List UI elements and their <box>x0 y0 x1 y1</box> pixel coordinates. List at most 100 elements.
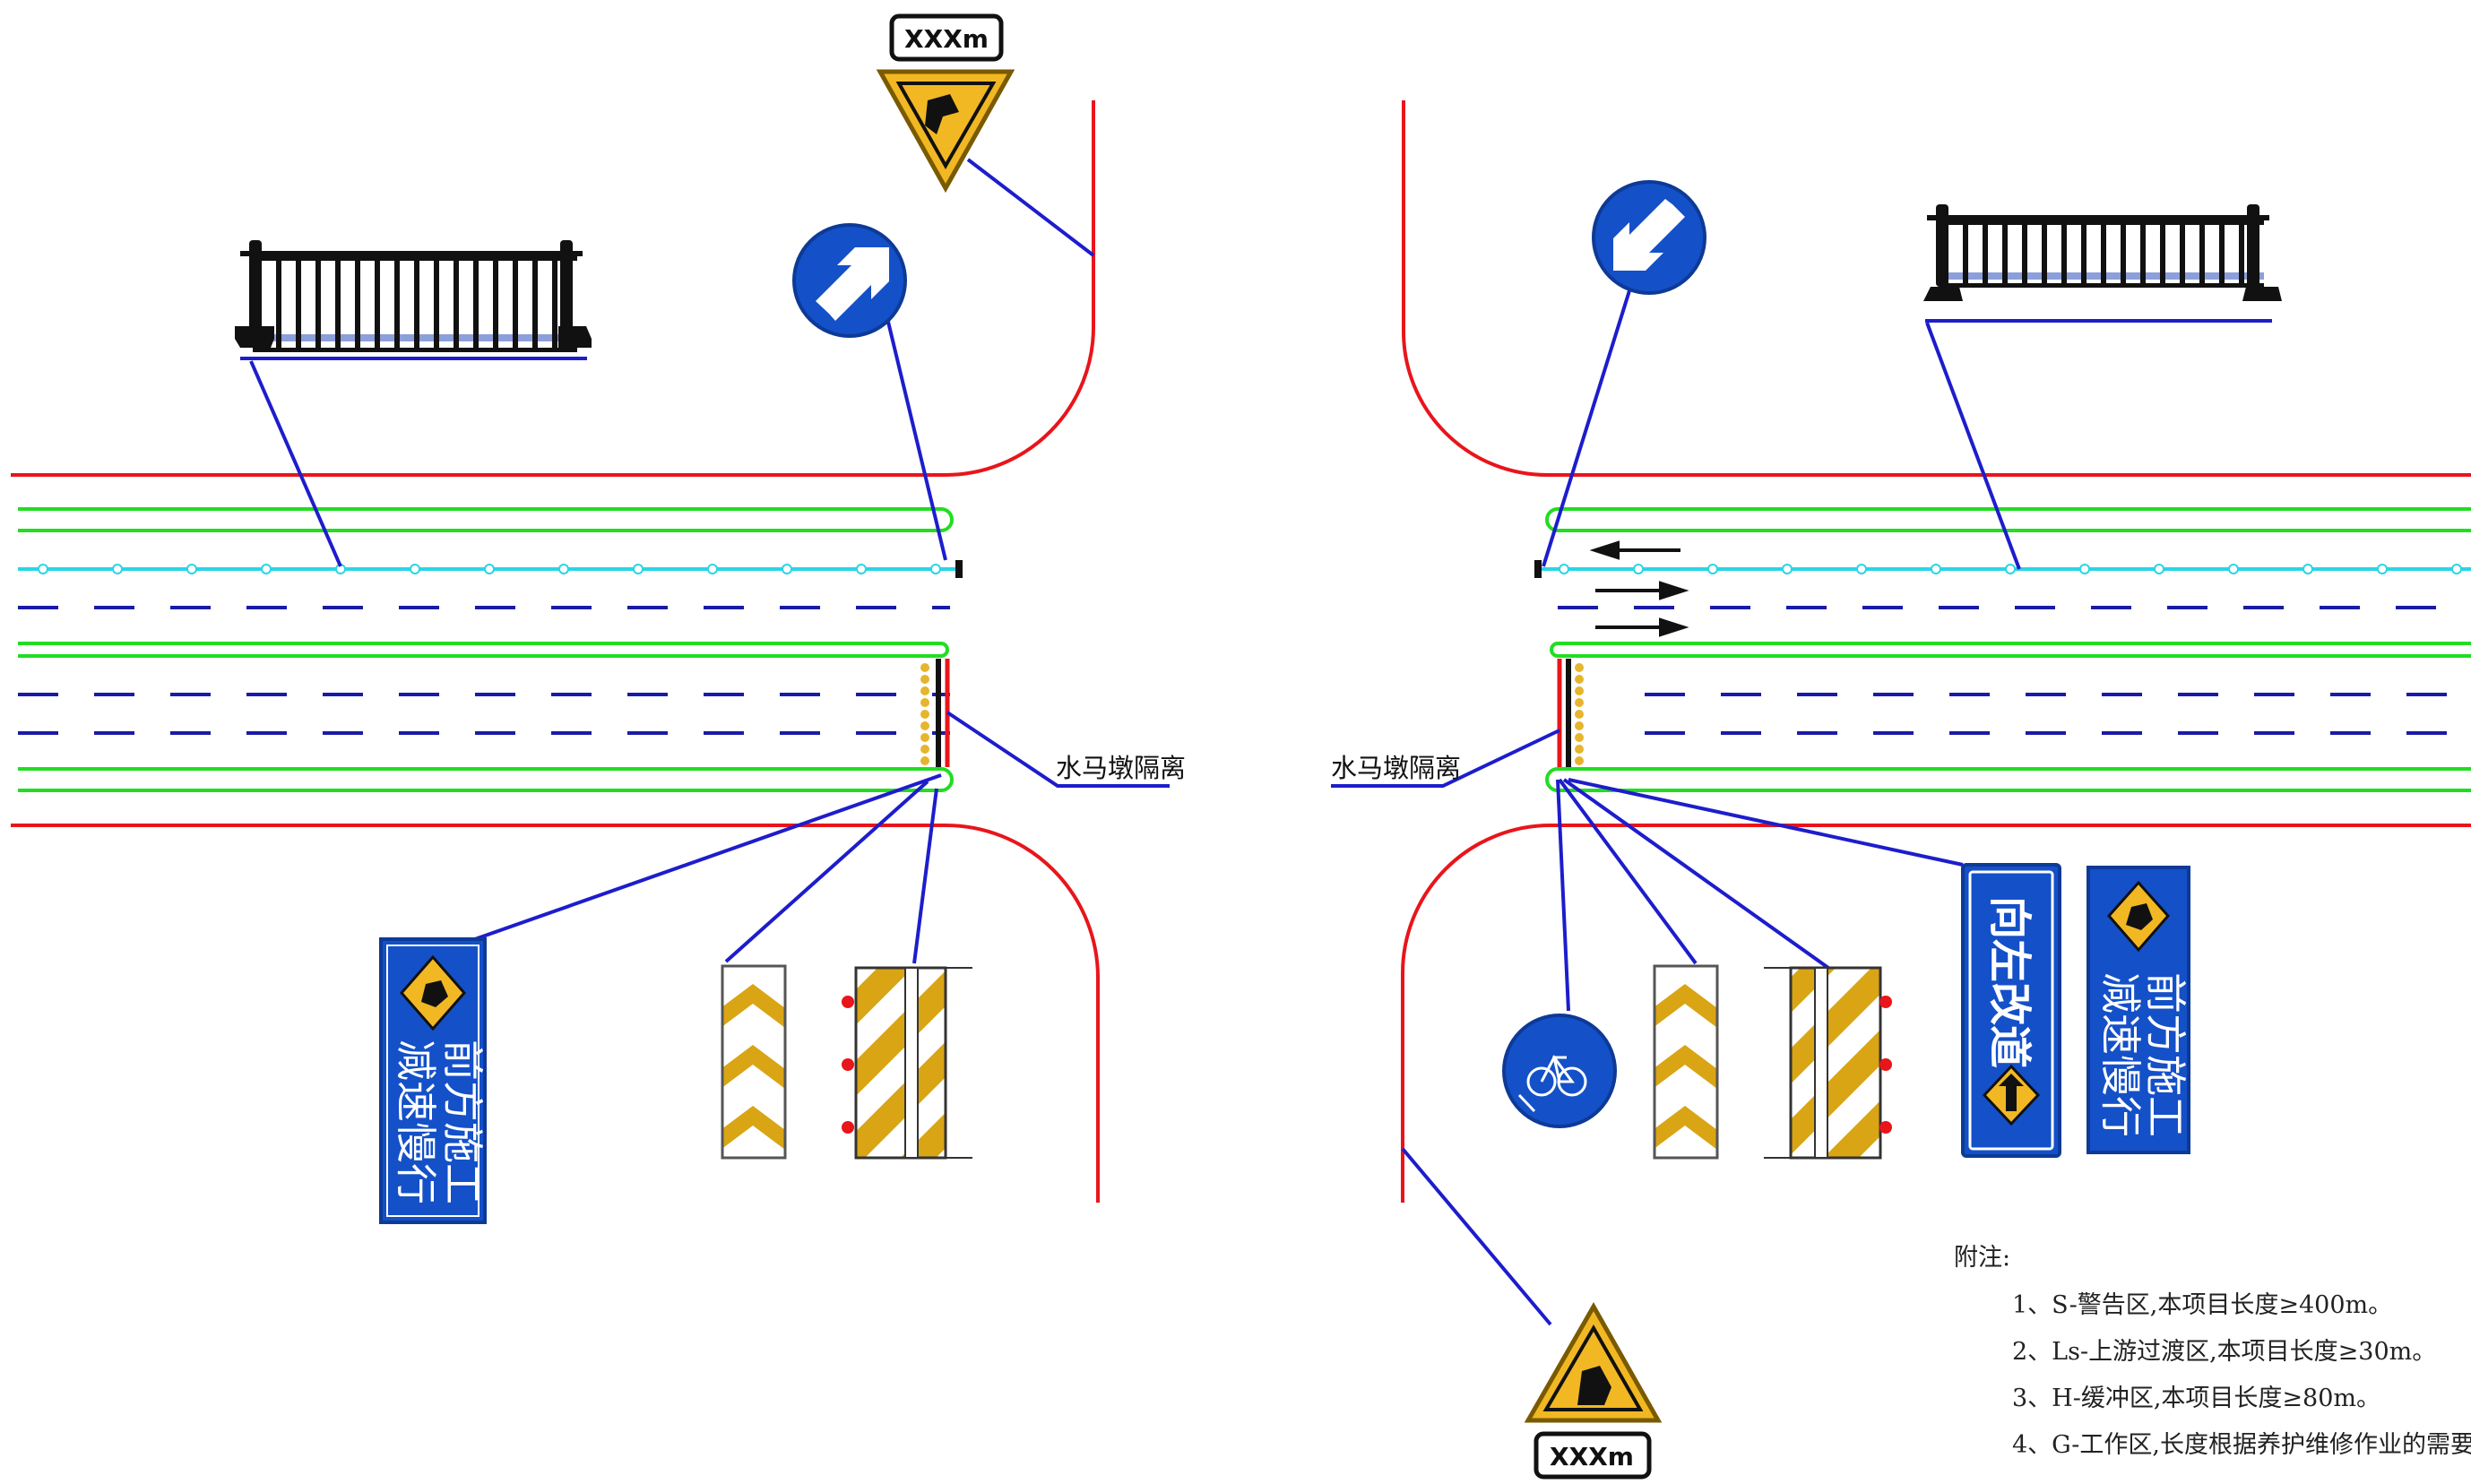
cone-marker <box>930 564 941 574</box>
cone-marker <box>38 564 48 574</box>
fence-bar <box>473 260 479 348</box>
water-barrier-unit <box>920 710 929 719</box>
fence-bar <box>276 260 281 348</box>
keep-right-sign <box>792 223 907 338</box>
keep-left-sign <box>1592 180 1706 295</box>
fence-bar <box>394 260 400 348</box>
fence-bar <box>414 260 419 348</box>
note-item-2: 2、Ls-上游过渡区,本项目长度≥30m。 <box>2012 1338 2436 1366</box>
road-edges <box>11 100 2471 1203</box>
warning-sign-top: XXXm <box>876 13 1015 194</box>
cone-marker <box>2451 564 2462 574</box>
water-barrier-unit <box>920 675 929 684</box>
cone-marker <box>782 564 792 574</box>
water-barrier-unit <box>1575 721 1584 730</box>
warning-sign-bottom: XXXm <box>1524 1301 1663 1480</box>
cone-marker <box>856 564 867 574</box>
fence-bar <box>296 260 301 348</box>
water-barrier-unit <box>1575 756 1584 765</box>
fence-bar <box>1983 224 1988 283</box>
striped-barrier-left <box>842 966 972 1160</box>
water-barrier-unit <box>920 698 929 707</box>
chevron-panel-left <box>721 964 787 1160</box>
fence-right <box>1923 204 2282 301</box>
water-barrier-unit <box>920 733 929 742</box>
note-item-4: 4、G-工作区,长度根据养护维修作业的需要确 <box>2012 1431 2471 1459</box>
right-board-line1: 前方施工 <box>2141 972 2190 1137</box>
cone-marker <box>112 564 123 574</box>
water-barrier-unit <box>1575 675 1584 684</box>
fence-bar <box>375 260 380 348</box>
striped-barrier-right <box>1764 966 1892 1160</box>
notes-block: 附注: 1、S-警告区,本项目长度≥400m。 2、Ls-上游过渡区,本项目长度… <box>1954 1244 2471 1459</box>
cone-marker <box>2154 564 2164 574</box>
fence-bar <box>2081 224 2087 283</box>
right-barrier <box>1557 659 1584 767</box>
cone-marker <box>1707 564 1718 574</box>
cone-marker <box>707 564 718 574</box>
fence-bar <box>2140 224 2146 283</box>
cone-marker <box>2079 564 2090 574</box>
note-item-3: 3、H-缓冲区,本项目长度≥80m。 <box>2012 1385 2380 1412</box>
water-barrier-unit <box>1575 698 1584 707</box>
cone-marker <box>633 564 644 574</box>
leader-lines <box>240 158 2272 1326</box>
barrier-label-right: 水马墩隔离 <box>1331 753 1461 783</box>
construction-board-left: 前方施工 减速慢行 <box>379 937 487 1224</box>
cone-marker <box>1782 564 1793 574</box>
detour-board: 向左改道 <box>1961 863 2061 1158</box>
lane-dashes <box>18 606 2471 735</box>
fence-bar <box>2002 224 2008 283</box>
green-lane-lines <box>18 507 2471 792</box>
fence-bar <box>434 260 439 348</box>
water-barrier-unit <box>1575 710 1584 719</box>
water-barrier-unit <box>1575 663 1584 672</box>
right-top-curb <box>1402 100 2471 477</box>
water-barrier-unit <box>1575 733 1584 742</box>
cone-marker <box>2377 564 2388 574</box>
left-board-line1: 前方施工 <box>438 1040 487 1204</box>
fence-left <box>235 240 592 352</box>
cone-marker <box>410 564 420 574</box>
fence-bar <box>2160 224 2165 283</box>
fence-bar <box>454 260 459 348</box>
cone-marker <box>558 564 569 574</box>
water-barrier-unit <box>1575 686 1584 695</box>
water-barrier-unit <box>1575 745 1584 754</box>
fence-bar <box>532 260 538 348</box>
fence-bar <box>2042 224 2047 283</box>
chevron-panel-right <box>1653 964 1719 1160</box>
fence-bar <box>2239 224 2244 283</box>
left-board-line2: 减速慢行 <box>392 1040 440 1204</box>
right-bottom-curb <box>1401 824 2471 1203</box>
cone-marker <box>1856 564 1867 574</box>
distance-label-bottom: XXXm <box>1550 1442 1634 1471</box>
barrier-label-left: 水马墩隔离 <box>1056 753 1186 783</box>
cone-marker <box>1633 564 1644 574</box>
right-board-line2: 减速慢行 <box>2096 972 2145 1137</box>
fence-bar <box>315 260 321 348</box>
water-barrier-unit <box>920 721 929 730</box>
fence-bar <box>1963 224 1968 283</box>
notes-title: 附注: <box>1954 1244 2010 1272</box>
cone-marker <box>1931 564 1941 574</box>
fence-bar <box>2061 224 2067 283</box>
cone-marker <box>186 564 197 574</box>
detour-board-text: 向左改道 <box>1984 896 2035 1068</box>
cone-marker <box>261 564 272 574</box>
fence-bar <box>2219 224 2225 283</box>
fence-bar <box>2180 224 2185 283</box>
fence-bar <box>513 260 518 348</box>
fence-bar <box>335 260 341 348</box>
fence-bar <box>2199 224 2205 283</box>
construction-board-right: 前方施工 减速慢行 <box>2087 866 2190 1154</box>
water-barrier-unit <box>920 686 929 695</box>
fence-bar <box>2121 224 2126 283</box>
distance-label-top: XXXm <box>904 24 989 54</box>
fence-bar <box>355 260 360 348</box>
water-barrier-unit <box>920 745 929 754</box>
cone-marker <box>484 564 495 574</box>
left-barrier <box>920 659 950 767</box>
left-bottom-curb <box>11 824 1100 1203</box>
